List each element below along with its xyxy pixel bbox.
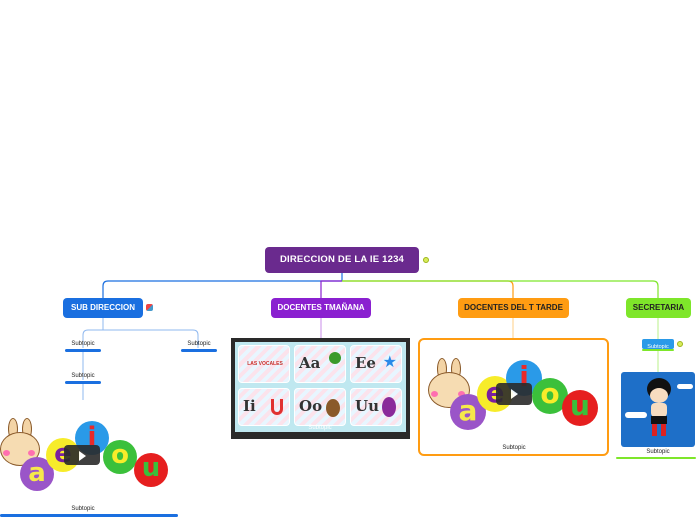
vowels-poster-card[interactable]: LAS VOCALES Aa Ee ★ Ii Oo Uu Subtopic (231, 338, 410, 439)
vowel-ball-o: o (103, 440, 137, 474)
branch-docentes-tarde[interactable]: DOCENTES DEL T TARDE (458, 298, 569, 318)
subtopic-label[interactable]: Subtopic (71, 341, 95, 347)
vowels-video-card-tarde[interactable]: a e i o u Subtopic (418, 338, 609, 456)
check-icon (677, 341, 683, 347)
subtopic-underline (616, 457, 696, 459)
branch-sub-direccion[interactable]: SUB DIRECCION (63, 298, 143, 318)
subtopic-label: Subtopic (647, 344, 669, 350)
subtopic-label[interactable]: Subtopic (187, 341, 211, 347)
vowel-tile-u: Uu (350, 388, 402, 426)
subtopic-label[interactable]: Subtopic (71, 373, 95, 379)
vowel-ball-u: u (562, 390, 598, 426)
flag-icon (146, 304, 153, 311)
subtopic-underline (642, 349, 674, 351)
root-topic[interactable]: DIRECCION DE LA IE 1234 (265, 247, 419, 273)
subtopic-underline (0, 514, 178, 517)
vowel-tile-e: Ee ★ (350, 345, 402, 383)
astro-boy-card[interactable] (621, 372, 695, 447)
vowel-ball-u: u (134, 453, 168, 487)
vowels-video-card[interactable]: a e i o u (0, 416, 176, 508)
vowel-tile-a: Aa (294, 345, 346, 383)
subtopic-underline (181, 349, 217, 352)
vowels-title-tile: LAS VOCALES (238, 345, 290, 383)
vowel-tile-o: Oo (294, 388, 346, 426)
vowel-tile-i: Ii (238, 388, 290, 426)
branch-secretaria[interactable]: SECRETARIA (626, 298, 691, 318)
play-icon[interactable] (496, 383, 532, 405)
play-icon[interactable] (64, 445, 100, 465)
subtopic-underline (65, 381, 101, 384)
subtopic-label[interactable]: Subtopic (308, 425, 332, 431)
astro-boy-icon (643, 376, 675, 438)
check-icon (423, 257, 429, 263)
secretaria-subtopic-pill[interactable]: Subtopic (642, 339, 674, 350)
vowel-ball-o: o (532, 378, 568, 414)
subtopic-underline (65, 349, 101, 352)
subtopic-label[interactable]: Subtopic (646, 449, 670, 455)
subtopic-label[interactable]: Subtopic (71, 506, 95, 512)
branch-docentes-tmanana[interactable]: DOCENTES TMAÑANA (271, 298, 371, 318)
subtopic-label[interactable]: Subtopic (502, 445, 526, 451)
